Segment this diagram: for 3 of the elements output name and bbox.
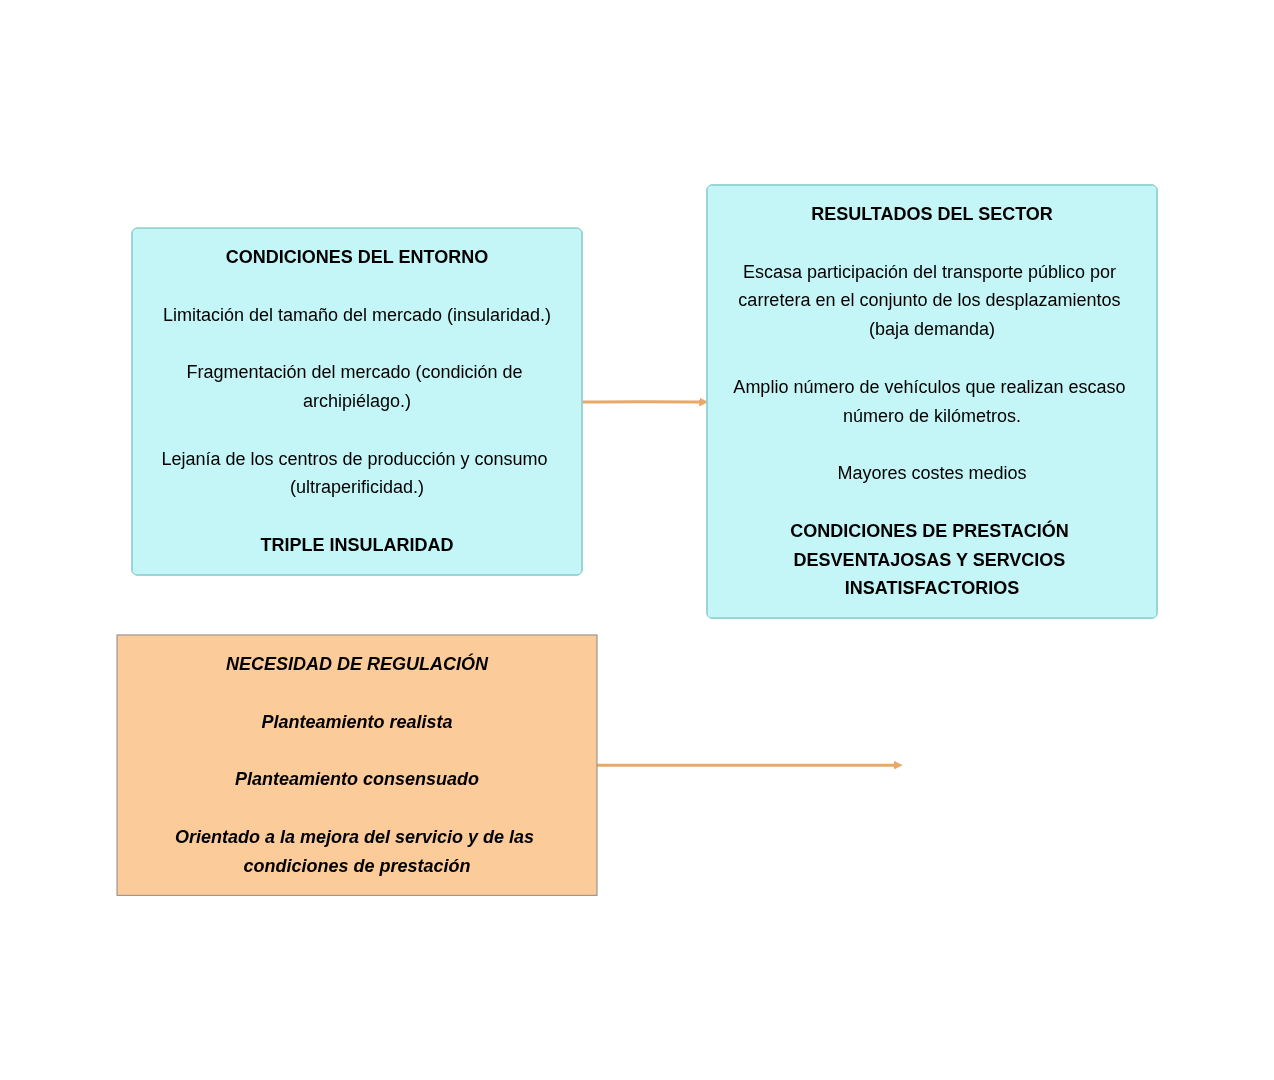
arrow xyxy=(597,760,903,770)
arrow xyxy=(582,397,708,407)
node-box: NECESIDAD DE REGULACIÓN Planteamiento realista Planteamiento consensuado Orientado a la mejora del servicio y de las condiciones de prestación xyxy=(116,634,598,896)
